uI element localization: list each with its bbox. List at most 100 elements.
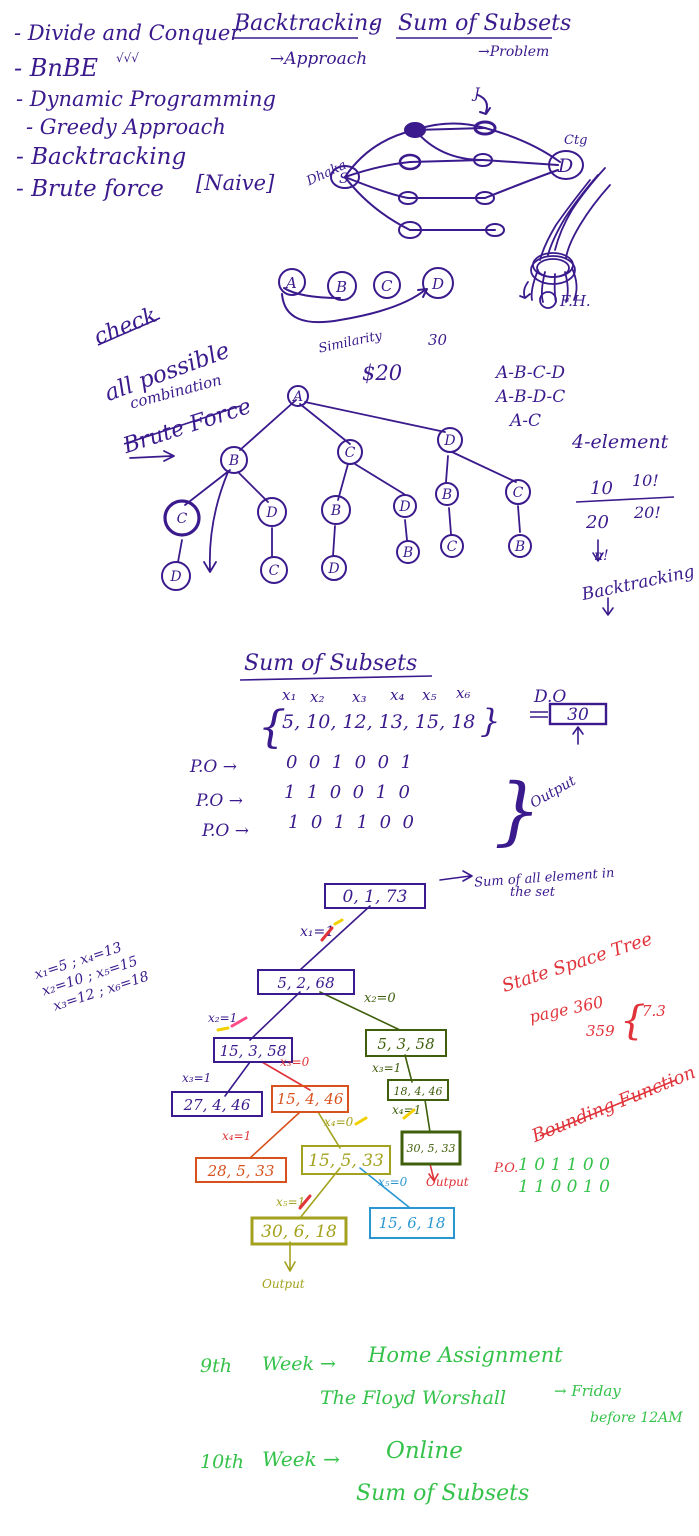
sos-var: x₁	[282, 686, 296, 704]
floyd-warshall: The Floyd Worshall	[320, 1387, 506, 1409]
po-row: 0 0 1 0 0 1	[286, 752, 412, 773]
sos-heading: Sum of Subsets	[244, 651, 417, 676]
sst-n2r: 5, 3, 58	[377, 1035, 434, 1053]
sos-problem: Sum of Subsets x₁ x₂ x₃ x₄ x₅ x₆ { 5, 10…	[189, 651, 608, 854]
sst-n3a-box	[171, 1091, 263, 1117]
tree-node: A	[291, 389, 303, 405]
sst-note: the set	[510, 885, 556, 900]
n10: 10	[590, 478, 613, 499]
sst-n4c-box	[400, 1130, 462, 1166]
backtracking-note: Backtracking	[579, 562, 696, 606]
sst-n3b: 15, 4, 46	[277, 1090, 344, 1108]
tree-node: B	[330, 503, 341, 519]
permutation-list: A-B-C-D A-B-D-C A-C 4-element	[494, 363, 669, 453]
node-label-d: D	[557, 155, 573, 177]
approach-item: - BnBE	[14, 54, 98, 82]
naive-label: [Naive]	[196, 171, 275, 195]
check-marks: √√√	[116, 51, 139, 65]
edge-x2-1: x₂=1	[208, 1011, 237, 1025]
approach-item: - Greedy Approach	[26, 115, 226, 139]
po-note-row: 1 0 1 1 0 0	[518, 1155, 610, 1175]
nfact: n!	[594, 548, 609, 564]
page-title: Backtracking - Sum of Subsets →Approach …	[232, 11, 571, 69]
title-dash: -	[370, 11, 377, 36]
sst-n3b-box	[271, 1085, 349, 1113]
node-label-s: S	[339, 171, 349, 187]
sst-n3a: 27, 4, 46	[183, 1096, 251, 1114]
sos-brace-right: }	[494, 768, 541, 854]
week9-label: Week →	[262, 1353, 336, 1375]
edge-output: Output	[426, 1175, 469, 1189]
tree-node: B	[228, 453, 239, 469]
check-notes: check all possible combination Brute For…	[91, 303, 254, 462]
node-label-j: J	[471, 86, 481, 102]
red-notes: State Space Tree page 360 359 { 7.3 Boun…	[493, 928, 699, 1176]
state-space-tree: 0, 1, 73 5, 2, 68 15, 3, 58 5, 3, 58 27,…	[171, 866, 615, 1291]
page-359: 359	[586, 1022, 615, 1040]
sst-n2l: 15, 3, 58	[220, 1042, 287, 1060]
tree-node: B	[402, 545, 413, 561]
sst-n1-box	[257, 969, 355, 995]
label-thirty: 30	[428, 331, 448, 349]
po-label: P.O →	[195, 791, 243, 811]
schedule: 9th Week → Home Assignment The Floyd Wor…	[200, 1343, 683, 1506]
title-approach: →Approach	[270, 49, 367, 69]
sos-var: x₆	[456, 684, 470, 702]
tree-node: D	[327, 561, 339, 577]
label-fh: F.H.	[559, 292, 591, 310]
perm-item: A-C	[508, 411, 541, 431]
chapter-label: 7.3	[642, 1002, 666, 1020]
edge-x3-1: x₃=1	[182, 1071, 211, 1085]
sos-values: 5, 10, 12, 13, 15, 18	[282, 711, 475, 733]
abcd-row: A B C D Similarity 30	[278, 267, 454, 356]
title-problem: →Problem	[478, 44, 549, 60]
edge-x4-1: x₄=1	[222, 1129, 251, 1143]
po-note-row: 1 1 0 0 1 0	[518, 1177, 610, 1197]
week9: 9th	[200, 1355, 232, 1377]
sst-n4b: 15, 5, 33	[308, 1151, 384, 1171]
four-element-label: 4-element	[571, 431, 669, 453]
tree-node: B	[441, 487, 452, 503]
sst-n5b-box	[369, 1207, 455, 1239]
f10: 10!	[632, 471, 659, 490]
sst-n1: 5, 2, 68	[277, 974, 334, 992]
tree-node: C	[345, 445, 356, 461]
home-assignment: Home Assignment	[367, 1343, 563, 1367]
week10: 10th	[200, 1451, 244, 1473]
po-label: P.O →	[201, 821, 249, 841]
po-note-label: P.O.	[493, 1161, 518, 1176]
perm-item: A-B-D-C	[494, 387, 565, 407]
edge-x2-0: x₂=0	[364, 991, 396, 1006]
do-box	[548, 702, 608, 726]
red-brace: {	[620, 998, 645, 1044]
edge-x3-1r: x₃=1	[372, 1061, 401, 1075]
title-backtracking: Backtracking	[233, 11, 382, 36]
bounding-function-label: Bounding Function	[528, 1062, 699, 1147]
sst-n3c: 18, 4, 46	[394, 1085, 443, 1098]
sos-var: x₅	[422, 686, 436, 704]
sst-n5a: 30, 6, 18	[261, 1222, 337, 1242]
route-graph: Dhaka S D Ctg J F.H.	[303, 86, 611, 310]
edge-x4-1r: x₄=1	[392, 1103, 421, 1117]
approach-list: - Divide and Conquer - BnBE √√√ - Dynami…	[14, 21, 276, 202]
approach-item: - Dynamic Programming	[16, 87, 276, 111]
abcd-c: C	[381, 277, 393, 295]
abcd-d: D	[431, 275, 444, 293]
week10-label: Week →	[262, 1447, 340, 1471]
title-sum-of-subsets: Sum of Subsets	[398, 11, 571, 36]
sos-brace-open: {	[258, 702, 286, 753]
abcd-b: B	[335, 278, 347, 296]
node-label-ctg: Ctg	[564, 133, 588, 148]
before-label: before 12AM	[590, 1410, 683, 1426]
sos-var: x₂	[310, 688, 324, 706]
tree-node: D	[169, 569, 181, 585]
sst-n3c-box	[387, 1079, 449, 1101]
similarity-label: Similarity	[317, 328, 384, 356]
price-label: $20	[362, 361, 402, 385]
po-label: P.O →	[189, 757, 237, 777]
tree-node: C	[513, 485, 524, 501]
sst-n5b: 15, 6, 18	[379, 1214, 446, 1232]
online-label: Online	[386, 1438, 463, 1464]
tree-node: D	[398, 499, 410, 515]
